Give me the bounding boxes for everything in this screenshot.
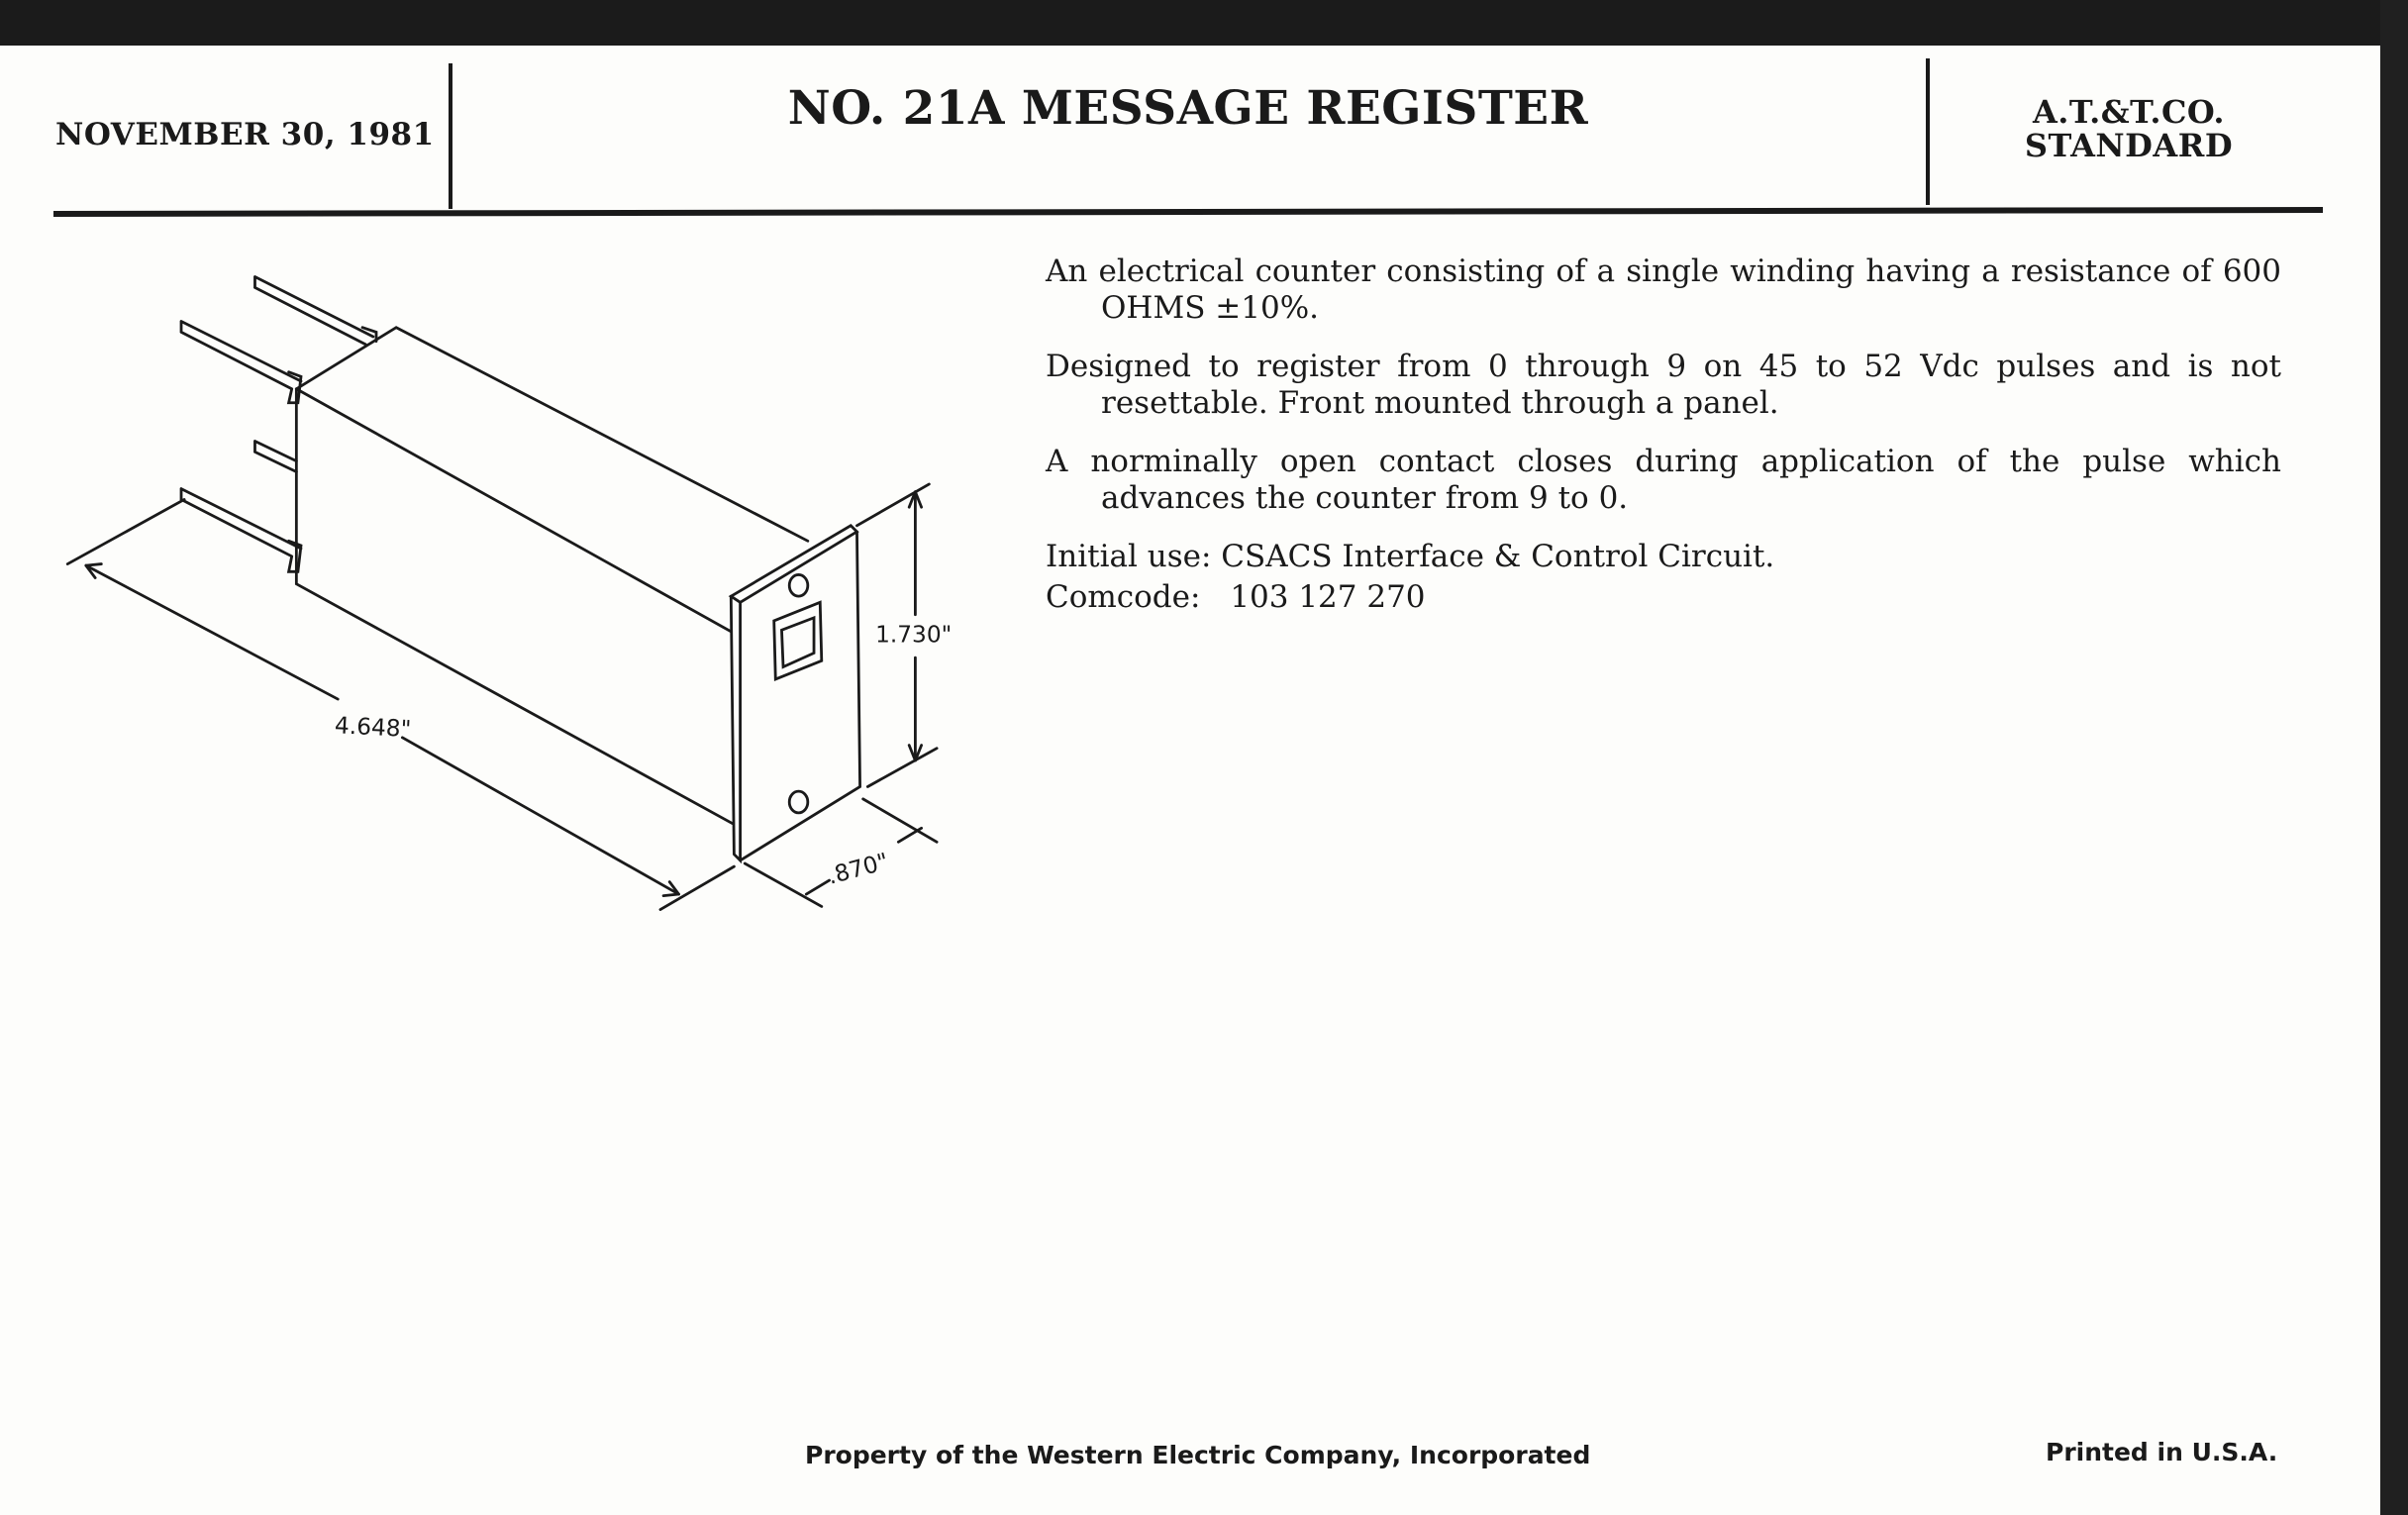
screw-icon — [787, 789, 810, 815]
page-title: NO. 21A MESSAGE REGISTER — [787, 81, 1589, 136]
faceplate — [728, 524, 861, 864]
header-divider-right — [1926, 58, 1930, 205]
description-paragraph: Designed to register from 0 through 9 on… — [1046, 349, 2281, 421]
dimension-lines — [65, 482, 939, 911]
dim-length-label: 4.648" — [334, 712, 412, 743]
document-date: NOVEMBER 30, 1981 — [55, 117, 435, 152]
comcode-value: 103 127 270 — [1230, 579, 1426, 615]
scan-border-right — [2380, 0, 2408, 1515]
standard-line-2: STANDARD — [2024, 127, 2234, 164]
description-paragraph: A norminally open contact closes during … — [1046, 444, 2281, 516]
description-paragraph: An electrical counter consisting of a si… — [1046, 253, 2281, 326]
standard-label: A.T.&T.CO. STANDARD — [1941, 95, 2317, 162]
header-divider-left — [449, 63, 452, 209]
footer-property: Property of the Western Electric Company… — [805, 1441, 1591, 1469]
counter-window-icon — [772, 600, 824, 681]
description: An electrical counter consisting of a si… — [1046, 253, 2281, 638]
screw-icon — [787, 573, 810, 598]
initial-use: Initial use: CSACS Interface & Control C… — [1046, 539, 1775, 574]
standard-line-1: A.T.&T.CO. — [2032, 93, 2226, 131]
dim-width-label: .870" — [825, 848, 891, 889]
dim-height-label: 1.730" — [875, 622, 952, 649]
terminal-pins — [179, 275, 378, 573]
register-body — [294, 326, 810, 826]
comcode: Comcode: 103 127 270 — [1046, 579, 2281, 616]
comcode-label: Comcode: — [1046, 579, 1201, 615]
scan-border-top — [0, 0, 2408, 46]
footer-printed: Printed in U.S.A. — [2046, 1438, 2278, 1466]
